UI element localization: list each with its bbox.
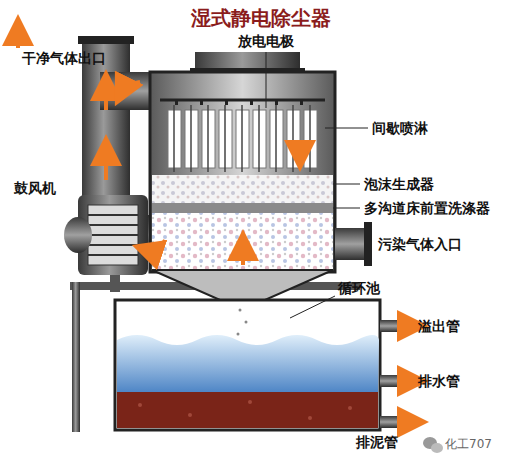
- foam-label: 泡沫生成器: [364, 176, 434, 192]
- overflow-label: 溢出管: [418, 318, 460, 334]
- scrubber-label: 多沟道床前置洗涤器: [364, 200, 490, 216]
- outlet-label: 干净气体出口: [22, 50, 106, 66]
- blower-label: 鼓风机: [14, 180, 56, 196]
- electrode-label: 放电电极: [238, 33, 294, 49]
- spray-label: 间歇喷淋: [372, 120, 428, 136]
- watermark: 化工707: [445, 437, 492, 451]
- sludge-label: 排泥管: [356, 434, 398, 450]
- pool-label: 循环池: [338, 280, 380, 296]
- drain-label: 排水管: [418, 373, 460, 389]
- title: 湿式静电除尘器: [191, 6, 331, 30]
- inlet-label: 污染气体入口: [378, 236, 462, 252]
